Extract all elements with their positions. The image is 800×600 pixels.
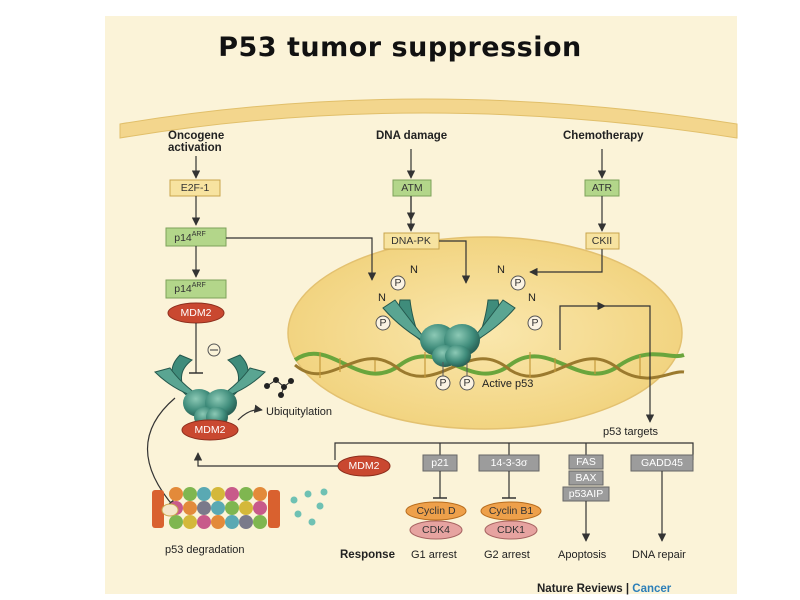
node-gadd45: GADD45 bbox=[630, 454, 694, 472]
svg-text:p14ARF: p14ARF bbox=[174, 231, 206, 245]
svg-text:E2F-1: E2F-1 bbox=[181, 182, 210, 194]
active-p53-label: Active p53 bbox=[482, 378, 533, 390]
ubiquitin-chain bbox=[264, 377, 294, 398]
svg-text:P: P bbox=[439, 377, 446, 389]
node-dna-pk: DNA-PK bbox=[383, 232, 440, 250]
svg-text:P: P bbox=[379, 317, 386, 329]
svg-text:N: N bbox=[528, 292, 536, 304]
svg-text:DNA-PK: DNA-PK bbox=[391, 235, 431, 247]
phosphorylation-sites: P P P P P P N N N N bbox=[375, 264, 543, 391]
node-atr: ATR bbox=[584, 179, 620, 197]
diagram-title: P53 tumor suppression bbox=[218, 32, 582, 63]
svg-text:FAS: FAS bbox=[576, 456, 596, 468]
svg-text:CDK1: CDK1 bbox=[497, 524, 525, 536]
node-p53aip: p53AIP bbox=[562, 486, 610, 502]
svg-text:p21: p21 bbox=[431, 457, 449, 469]
svg-text:P: P bbox=[463, 377, 470, 389]
node-p21: p21 bbox=[422, 454, 458, 472]
node-p14arf: p14ARF bbox=[165, 227, 227, 247]
ubiquitylation-label: Ubiquitylation bbox=[266, 406, 332, 418]
svg-text:Cyclin B1: Cyclin B1 bbox=[489, 505, 534, 517]
svg-text:N: N bbox=[497, 264, 505, 276]
node-e2f1: E2F-1 bbox=[169, 179, 221, 197]
node-14-3-3-sigma: 14-3-3σ bbox=[478, 454, 540, 472]
svg-text:Cyclin D: Cyclin D bbox=[416, 505, 456, 517]
node-mdm2-target: MDM2 bbox=[337, 455, 391, 477]
svg-text:ATR: ATR bbox=[592, 182, 613, 194]
svg-text:MDM2: MDM2 bbox=[349, 460, 380, 472]
svg-text:p53AIP: p53AIP bbox=[569, 488, 603, 500]
svg-text:MDM2: MDM2 bbox=[195, 424, 226, 436]
response-g1-arrest: G1 arrest bbox=[411, 549, 457, 561]
proteasome bbox=[152, 487, 280, 529]
response-heading: Response bbox=[340, 549, 395, 561]
svg-text:P: P bbox=[531, 317, 538, 329]
svg-text:GADD45: GADD45 bbox=[641, 457, 683, 469]
p53-degradation-label: p53 degradation bbox=[165, 544, 245, 556]
active-p53-tetramer bbox=[382, 299, 516, 367]
response-row: Response G1 arrest G2 arrest Apoptosis D… bbox=[340, 549, 686, 561]
node-fas: FAS bbox=[568, 454, 604, 470]
node-atm: ATM bbox=[392, 179, 432, 197]
label-dna-damage: DNA damage bbox=[376, 130, 447, 142]
svg-text:CKII: CKII bbox=[592, 235, 612, 247]
node-cyclin-b1-cdk1: Cyclin B1 CDK1 bbox=[480, 501, 542, 540]
svg-text:P: P bbox=[514, 277, 521, 289]
mdm2-bound-p53: MDM2 bbox=[154, 354, 266, 441]
p53-targets-label: p53 targets bbox=[603, 426, 659, 438]
node-ckii: CKII bbox=[585, 232, 620, 250]
response-apoptosis: Apoptosis bbox=[558, 549, 607, 561]
svg-text:CDK4: CDK4 bbox=[422, 524, 450, 536]
svg-text:P: P bbox=[394, 277, 401, 289]
svg-text:14-3-3σ: 14-3-3σ bbox=[491, 457, 528, 469]
svg-text:N: N bbox=[378, 292, 386, 304]
node-cyclin-d-cdk4: Cyclin D CDK4 bbox=[405, 501, 467, 540]
svg-text:MDM2: MDM2 bbox=[181, 307, 212, 319]
response-g2-arrest: G2 arrest bbox=[484, 549, 530, 561]
response-dna-repair: DNA repair bbox=[632, 549, 686, 561]
source-credit: Nature Reviews | Cancer bbox=[537, 583, 672, 595]
dna-helix bbox=[293, 351, 685, 380]
cell-membrane bbox=[119, 98, 738, 139]
degraded-peptides bbox=[290, 488, 328, 526]
node-bax: BAX bbox=[568, 470, 604, 486]
svg-text:BAX: BAX bbox=[575, 472, 596, 484]
svg-text:ATM: ATM bbox=[401, 182, 422, 194]
label-chemotherapy: Chemotherapy bbox=[563, 130, 644, 142]
svg-text:p14ARF: p14ARF bbox=[174, 282, 206, 296]
svg-text:N: N bbox=[410, 264, 418, 276]
node-p14arf-mdm2-complex: p14ARF MDM2 bbox=[165, 279, 227, 324]
